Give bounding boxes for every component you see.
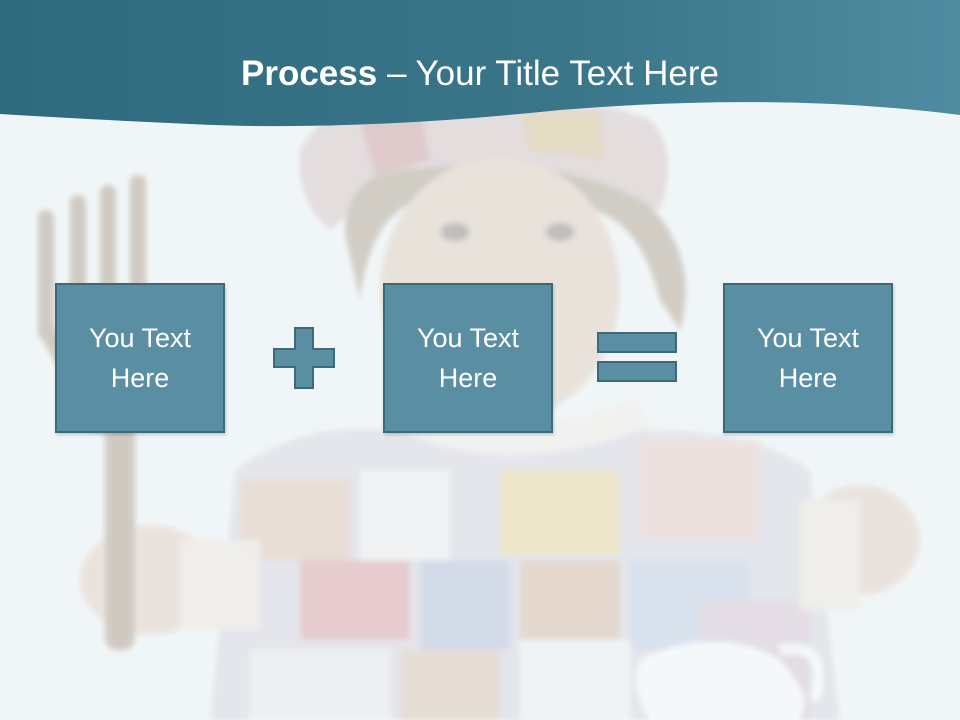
slide-title: Process – Your Title Text Here (0, 52, 960, 96)
process-box-2-text: You Text Here (416, 323, 520, 393)
title-emphasis: Process (241, 54, 378, 93)
process-box-2[interactable]: You Text Here (383, 283, 553, 433)
process-box-3[interactable]: You Text Here (723, 283, 893, 433)
process-box-1[interactable]: You Text Here (55, 283, 225, 433)
title-rest: – Your Title Text Here (377, 54, 719, 93)
header-band (0, 0, 960, 127)
equals-icon (597, 332, 677, 382)
plus-icon (273, 327, 335, 389)
process-box-3-text: You Text Here (756, 323, 860, 393)
process-box-1-text: You Text Here (88, 323, 192, 393)
